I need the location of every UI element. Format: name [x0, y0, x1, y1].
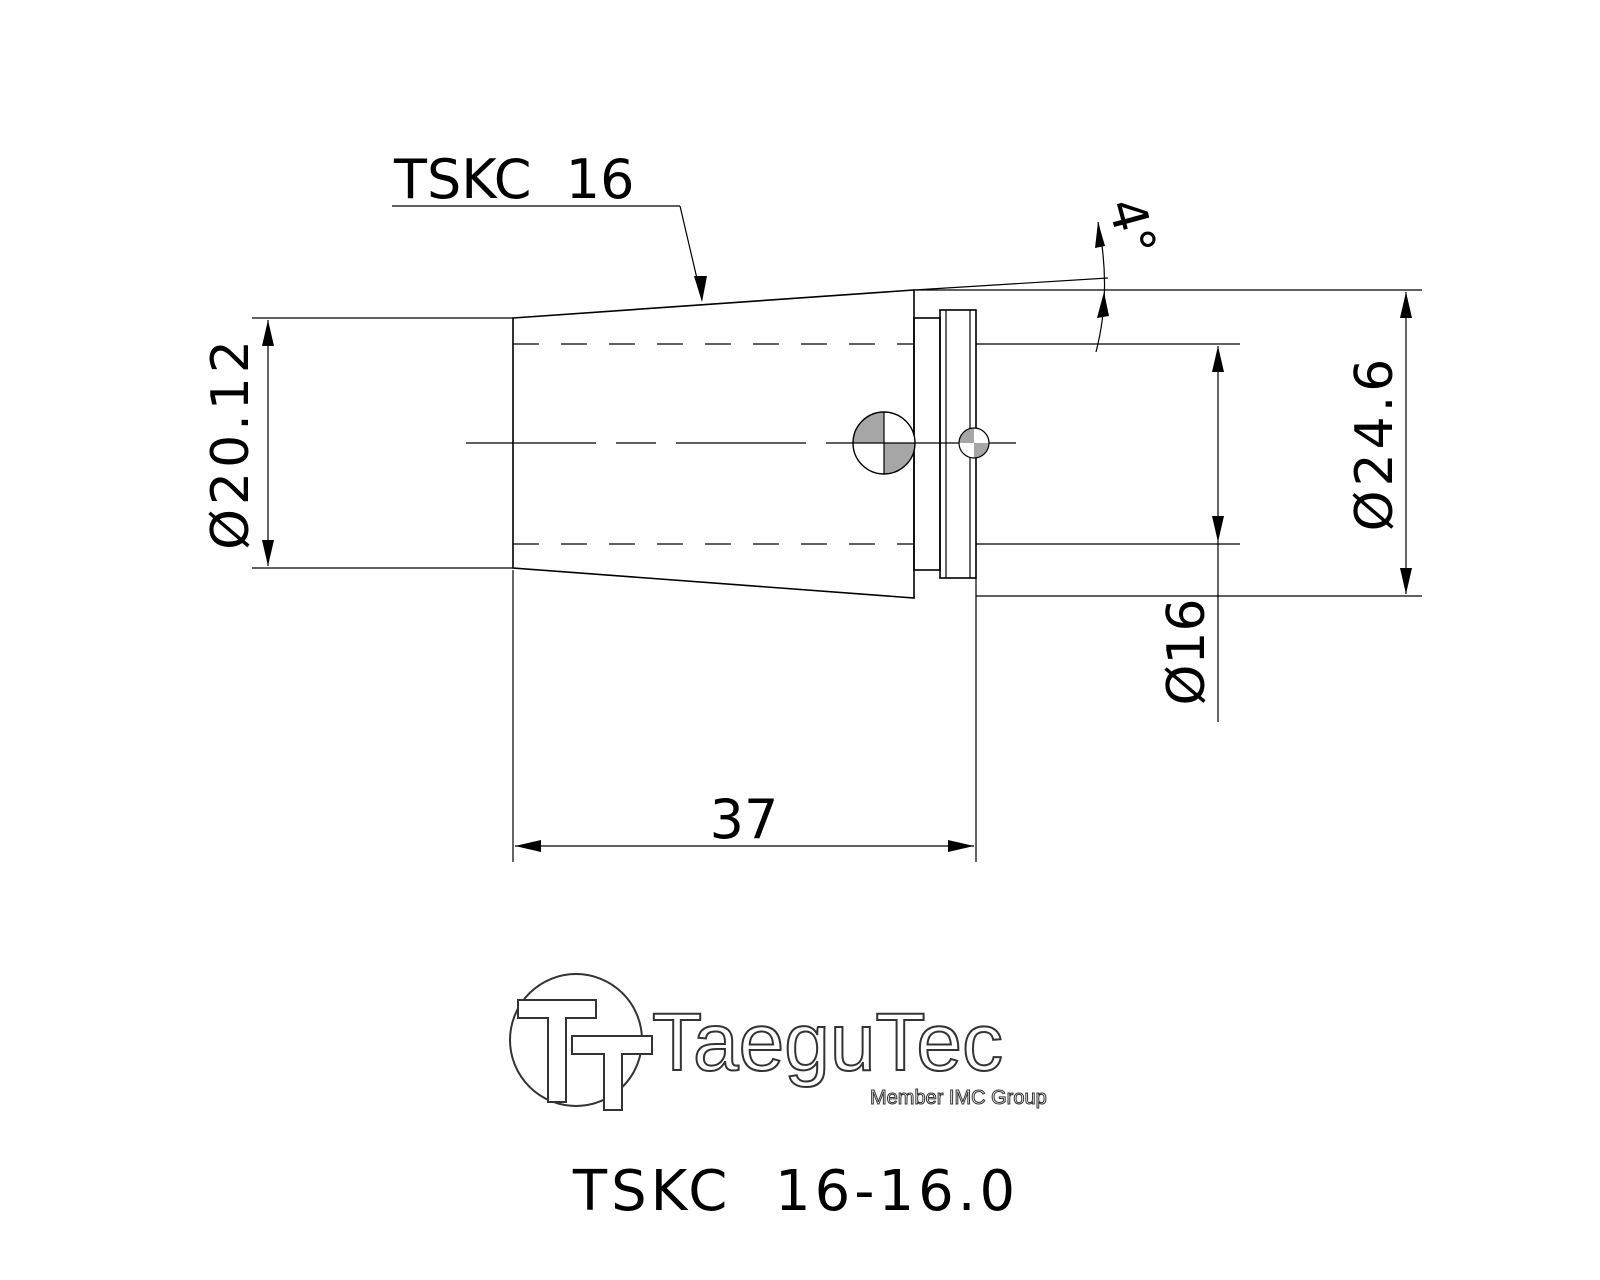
- part-label: TSKC 16: [393, 148, 634, 211]
- dim-right-diameter: Ø24.6: [1345, 355, 1405, 532]
- logo-tt-mark: [517, 999, 653, 1111]
- taegutec-logo: TaeguTec Member IMC Group: [509, 973, 1047, 1111]
- dim-length-lines: [512, 570, 977, 862]
- cog-symbol-large: [852, 411, 916, 475]
- bore-hidden-lines: [513, 343, 1240, 545]
- dim-left-diameter: Ø20.12: [201, 336, 261, 550]
- dim-bore-diameter-lines: [1212, 346, 1224, 722]
- dim-bore-diameter: Ø16: [1157, 598, 1217, 705]
- logo-brand: TaeguTec: [652, 997, 1003, 1088]
- part-number: TSKC 16-16.0: [572, 1159, 1019, 1224]
- part-label-leader: [392, 205, 707, 302]
- logo-tagline: Member IMC Group: [870, 1087, 1047, 1109]
- dim-length: 37: [710, 788, 779, 851]
- dim-angle: 4°: [1096, 192, 1167, 262]
- dim-angle-lines: [913, 221, 1109, 353]
- dim-right-diameter-lines: [914, 289, 1422, 597]
- cog-symbol-small: [958, 427, 990, 459]
- dim-left-diameter-lines: [252, 317, 513, 569]
